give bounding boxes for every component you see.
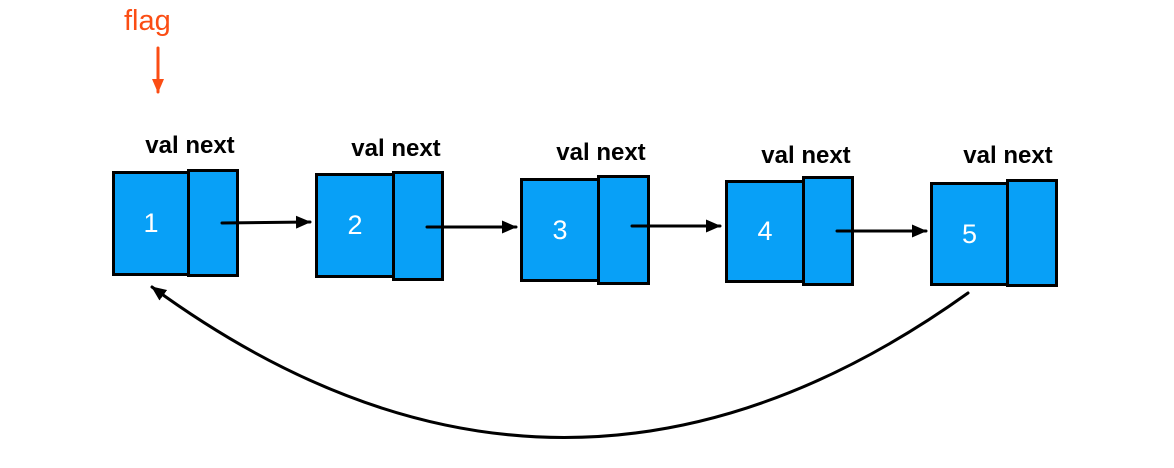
node-3-val-cell: 3 — [520, 178, 600, 282]
node-5-fields-label: val next — [963, 142, 1053, 169]
cycle-arrow-5-1 — [150, 285, 970, 439]
node-1-value: 1 — [143, 208, 159, 238]
node-4-next-cell — [802, 176, 854, 286]
node-5-next-cell — [1006, 179, 1058, 287]
node-2-value: 2 — [347, 210, 363, 240]
node-4-value: 4 — [757, 216, 773, 246]
node-4-val-cell: 4 — [725, 180, 805, 283]
node-5-value: 5 — [961, 218, 978, 249]
node-5-val-cell: 5 — [930, 182, 1009, 286]
node-2-val-cell: 2 — [315, 173, 395, 278]
node-3-next-cell — [597, 175, 650, 285]
node-1-val-cell: 1 — [112, 171, 190, 276]
node-1-next-cell — [187, 169, 239, 277]
node-1-fields-label: val next — [145, 132, 235, 159]
node-2-next-cell — [392, 171, 444, 281]
node-2-fields-label: val next — [351, 135, 441, 162]
node-3-value: 3 — [552, 214, 568, 245]
node-4-fields-label: val next — [761, 142, 851, 169]
flag-label: flag — [124, 5, 171, 37]
node-3-fields-label: val next — [556, 139, 646, 166]
